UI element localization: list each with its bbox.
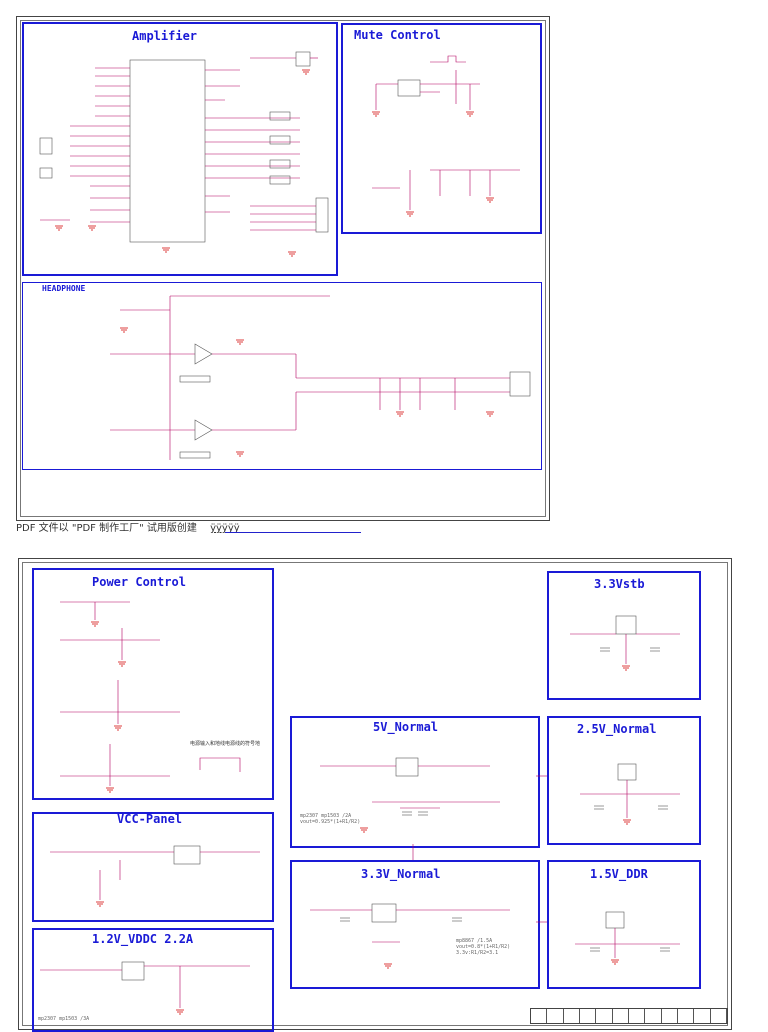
headphone-jack <box>509 371 531 397</box>
pdf-creator-note: PDF 文件以 "PDF 制作工厂" 试用版创建 ÿÿÿÿÿ <box>16 519 240 534</box>
power-control-title: Power Control <box>92 575 186 589</box>
v15-ddr-title: 1.5V_DDR <box>590 867 648 881</box>
v33-note: mp8867 /1.5A vout=0.8*(1+R1/R2) 3.3v:R1/… <box>456 938 511 956</box>
v5-normal-title: 5V_Normal <box>373 720 439 734</box>
v12-note: mp2307 mp1503 /3A <box>38 1016 90 1022</box>
amplifier-title: Amplifier <box>132 29 198 43</box>
v33-vstb-title: 3.3Vstb <box>594 577 645 591</box>
v33-normal-block <box>290 860 540 989</box>
speaker-connector <box>315 197 329 233</box>
amplifier-left-pins <box>70 67 130 223</box>
v5-regulator <box>395 757 419 777</box>
vddc-regulator <box>121 961 145 981</box>
pdf-note-link[interactable]: ÿÿÿÿÿ <box>210 523 240 534</box>
opamp-upper <box>194 343 213 365</box>
v25-normal-block <box>547 716 701 845</box>
v25-normal-title: 2.5V_Normal <box>577 722 657 736</box>
v5-normal-block <box>290 716 540 848</box>
sheet-1-inner-frame <box>20 20 546 517</box>
headphone-title: HEADPHONE <box>42 284 86 293</box>
v25-regulator <box>617 763 637 781</box>
v33-normal-title: 3.3V_Normal <box>361 867 441 881</box>
vcc-panel-title: VCC-Panel <box>117 812 183 826</box>
pdf-note-underline <box>225 532 361 533</box>
v12-vddc-title: 1.2V_VDDC 2.2A <box>92 932 194 946</box>
v33-vstb-block <box>547 571 701 700</box>
vcc-panel-block <box>32 812 274 922</box>
pdf-note-text: PDF 文件以 "PDF 制作工厂" 试用版创建 <box>16 523 197 534</box>
power-control-note: 电源输入和地线电源线的符号地 <box>190 741 261 747</box>
mute-ic <box>397 79 421 97</box>
power-control-block <box>32 568 274 800</box>
v5-note: mp2307 mp1503 /2A vout=0.925*(1+R1/R2) <box>300 813 361 825</box>
vstb-regulator <box>615 615 637 635</box>
v33-regulator <box>371 903 397 923</box>
amplifier-right-pins <box>205 69 300 213</box>
headphone-block <box>22 282 542 470</box>
mute-control-title: Mute Control <box>354 28 441 42</box>
ddr-regulator <box>605 911 625 929</box>
vcc-panel-mosfet <box>173 845 201 865</box>
opamp-lower <box>194 419 213 441</box>
schematic-sheet-1 <box>16 16 550 521</box>
v15-ddr-block <box>547 860 701 989</box>
amplifier-ic <box>129 59 206 243</box>
amplifier-block <box>22 22 338 276</box>
mute-control-block <box>341 23 542 234</box>
